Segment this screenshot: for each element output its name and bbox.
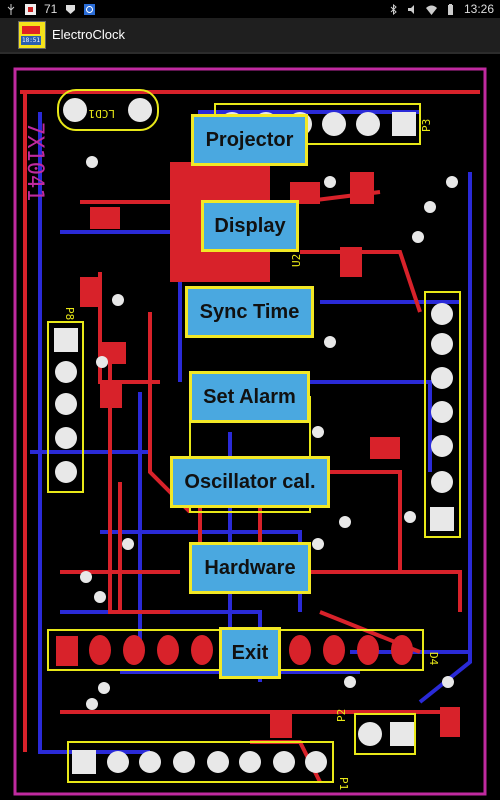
mute-icon bbox=[407, 4, 418, 15]
projector-button[interactable]: Projector bbox=[191, 114, 308, 166]
exit-button[interactable]: Exit bbox=[219, 627, 281, 679]
oscillator-cal-button[interactable]: Oscillator cal. bbox=[170, 456, 330, 508]
notification-count: 71 bbox=[44, 2, 58, 16]
shield-icon bbox=[65, 4, 76, 15]
app-icon[interactable]: 18:51 bbox=[18, 21, 46, 49]
alarm-clock-icon bbox=[22, 26, 40, 34]
pcb-label-p3: P3 bbox=[420, 119, 433, 132]
pcb-label-p1: P1 bbox=[337, 777, 350, 790]
app-title: ElectroClock bbox=[52, 27, 125, 42]
status-time: 13:26 bbox=[463, 2, 494, 16]
sync-icon bbox=[84, 3, 96, 15]
notification-icon bbox=[25, 3, 36, 15]
set-alarm-button[interactable]: Set Alarm bbox=[189, 371, 310, 423]
pcb-label-d4: D4 bbox=[427, 652, 440, 666]
app-icon-digits: 18:51 bbox=[21, 36, 41, 45]
sync-time-button[interactable]: Sync Time bbox=[185, 286, 314, 338]
pcb-label-u2: U2 bbox=[290, 254, 303, 267]
display-button[interactable]: Display bbox=[201, 200, 299, 252]
status-bar: 71 13:26 bbox=[0, 0, 500, 18]
action-bar: 18:51 ElectroClock bbox=[0, 18, 500, 54]
usb-icon bbox=[6, 3, 17, 15]
pcb-background: P3 P8 D4 P2 P1 U2 LCD1 7X1041 bbox=[0, 52, 500, 800]
pcb-label-lcd: LCD1 bbox=[89, 107, 116, 120]
pcb-artwork: P3 P8 D4 P2 P1 U2 LCD1 7X1041 bbox=[13, 67, 487, 796]
wifi-icon bbox=[425, 4, 437, 15]
bluetooth-icon bbox=[388, 3, 399, 15]
pcb-board-id: 7X1041 bbox=[22, 122, 47, 201]
battery-icon bbox=[445, 3, 456, 15]
hardware-button[interactable]: Hardware bbox=[189, 542, 311, 594]
pcb-label-p2: P2 bbox=[335, 709, 348, 722]
pcb-label-p8: P8 bbox=[63, 307, 76, 320]
